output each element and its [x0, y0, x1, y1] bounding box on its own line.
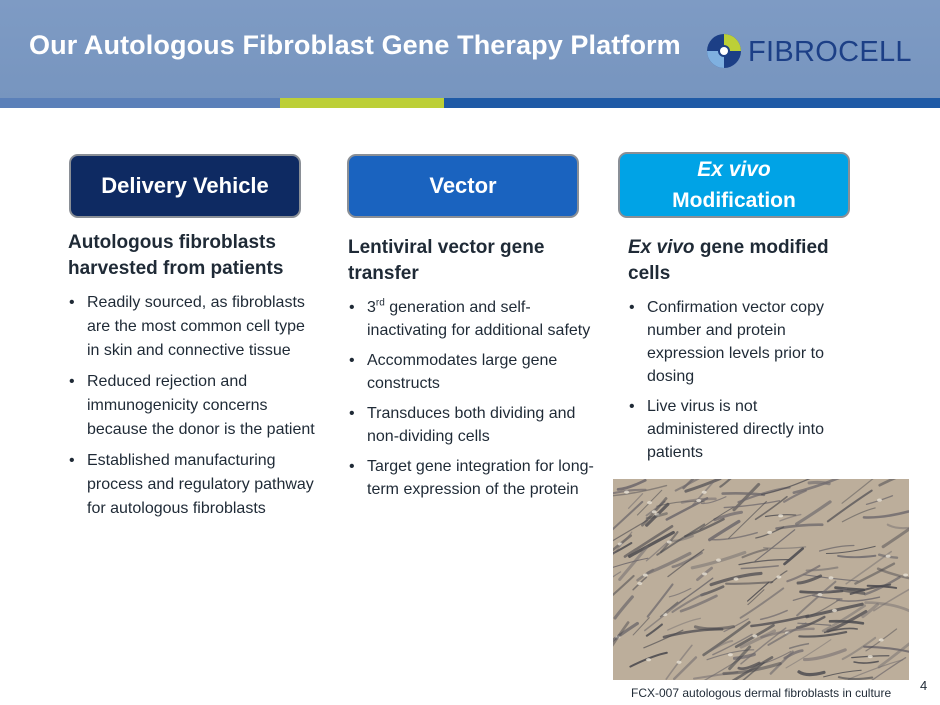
- vector-label-text: Vector: [429, 173, 497, 198]
- bullet-generation-text: generation and self-inactivating for add…: [367, 299, 591, 339]
- fibroblast-culture-image: [613, 479, 909, 680]
- ex-vivo-bullets: Confirmation vector copy number and prot…: [628, 296, 848, 464]
- bullet-item: Target gene integration for long-term ex…: [348, 455, 594, 501]
- ex-vivo-heading-italic: Ex vivo: [628, 237, 695, 258]
- delivery-vehicle-heading: Autologous fibroblasts harvested from pa…: [68, 232, 284, 279]
- bullet-item: Accommodates large gene constructs: [348, 349, 594, 395]
- ex-vivo-heading: Ex vivo gene modified cells: [628, 235, 848, 287]
- vector-bullets: 3rd generation and self-inactivating for…: [348, 296, 594, 501]
- bullet-item: Confirmation vector copy number and prot…: [628, 296, 848, 388]
- modification-label-text: Modification: [672, 189, 796, 212]
- slide-header: Our Autologous Fibroblast Gene Therapy P…: [0, 0, 940, 98]
- delivery-vehicle-label: Delivery Vehicle: [69, 154, 301, 218]
- delivery-vehicle-bullets: Readily sourced, as fibroblasts are the …: [68, 291, 318, 521]
- header-stripe-left: [0, 98, 280, 108]
- slide-title: Our Autologous Fibroblast Gene Therapy P…: [29, 30, 681, 60]
- delivery-vehicle-column: Autologous fibroblasts harvested from pa…: [68, 230, 318, 528]
- image-caption: FCX-007 autologous dermal fibroblasts in…: [631, 686, 892, 700]
- delivery-vehicle-label-text: Delivery Vehicle: [101, 173, 269, 198]
- header-stripe-green: [280, 98, 444, 108]
- fibrocell-logo: FIBROCELL: [706, 30, 912, 72]
- bullet-item: Established manufacturing process and re…: [68, 449, 318, 521]
- bullet-item: Reduced rejection and immunogenicity con…: [68, 370, 318, 442]
- ex-vivo-label-italic: Ex vivo: [697, 158, 771, 181]
- logo-wordmark: FIBROCELL: [748, 36, 912, 68]
- bullet-item: 3rd generation and self-inactivating for…: [348, 296, 594, 342]
- ex-vivo-heading-rest: gene modified cells: [628, 237, 829, 284]
- page-number: 4: [920, 678, 928, 693]
- vector-label: Vector: [347, 154, 579, 218]
- vector-heading: Lentiviral vector gene transfer: [348, 237, 545, 284]
- bullet-item: Live virus is not administered directly …: [628, 395, 848, 464]
- fibrocell-logo-icon: [707, 34, 741, 68]
- bullet-item: Readily sourced, as fibroblasts are the …: [68, 291, 318, 363]
- ex-vivo-column: Ex vivo gene modified cells Confirmation…: [628, 235, 848, 471]
- bullet-superscript: rd: [375, 297, 385, 309]
- bullet-generation-number: 3: [367, 299, 376, 316]
- fibroblast-cells-illustration: [613, 479, 909, 680]
- vector-column: Lentiviral vector gene transfer 3rd gene…: [348, 235, 594, 508]
- header-stripe-blue: [444, 98, 940, 108]
- bullet-item: Transduces both dividing and non-dividin…: [348, 402, 594, 448]
- ex-vivo-modification-label: Ex vivo Modification: [618, 152, 850, 218]
